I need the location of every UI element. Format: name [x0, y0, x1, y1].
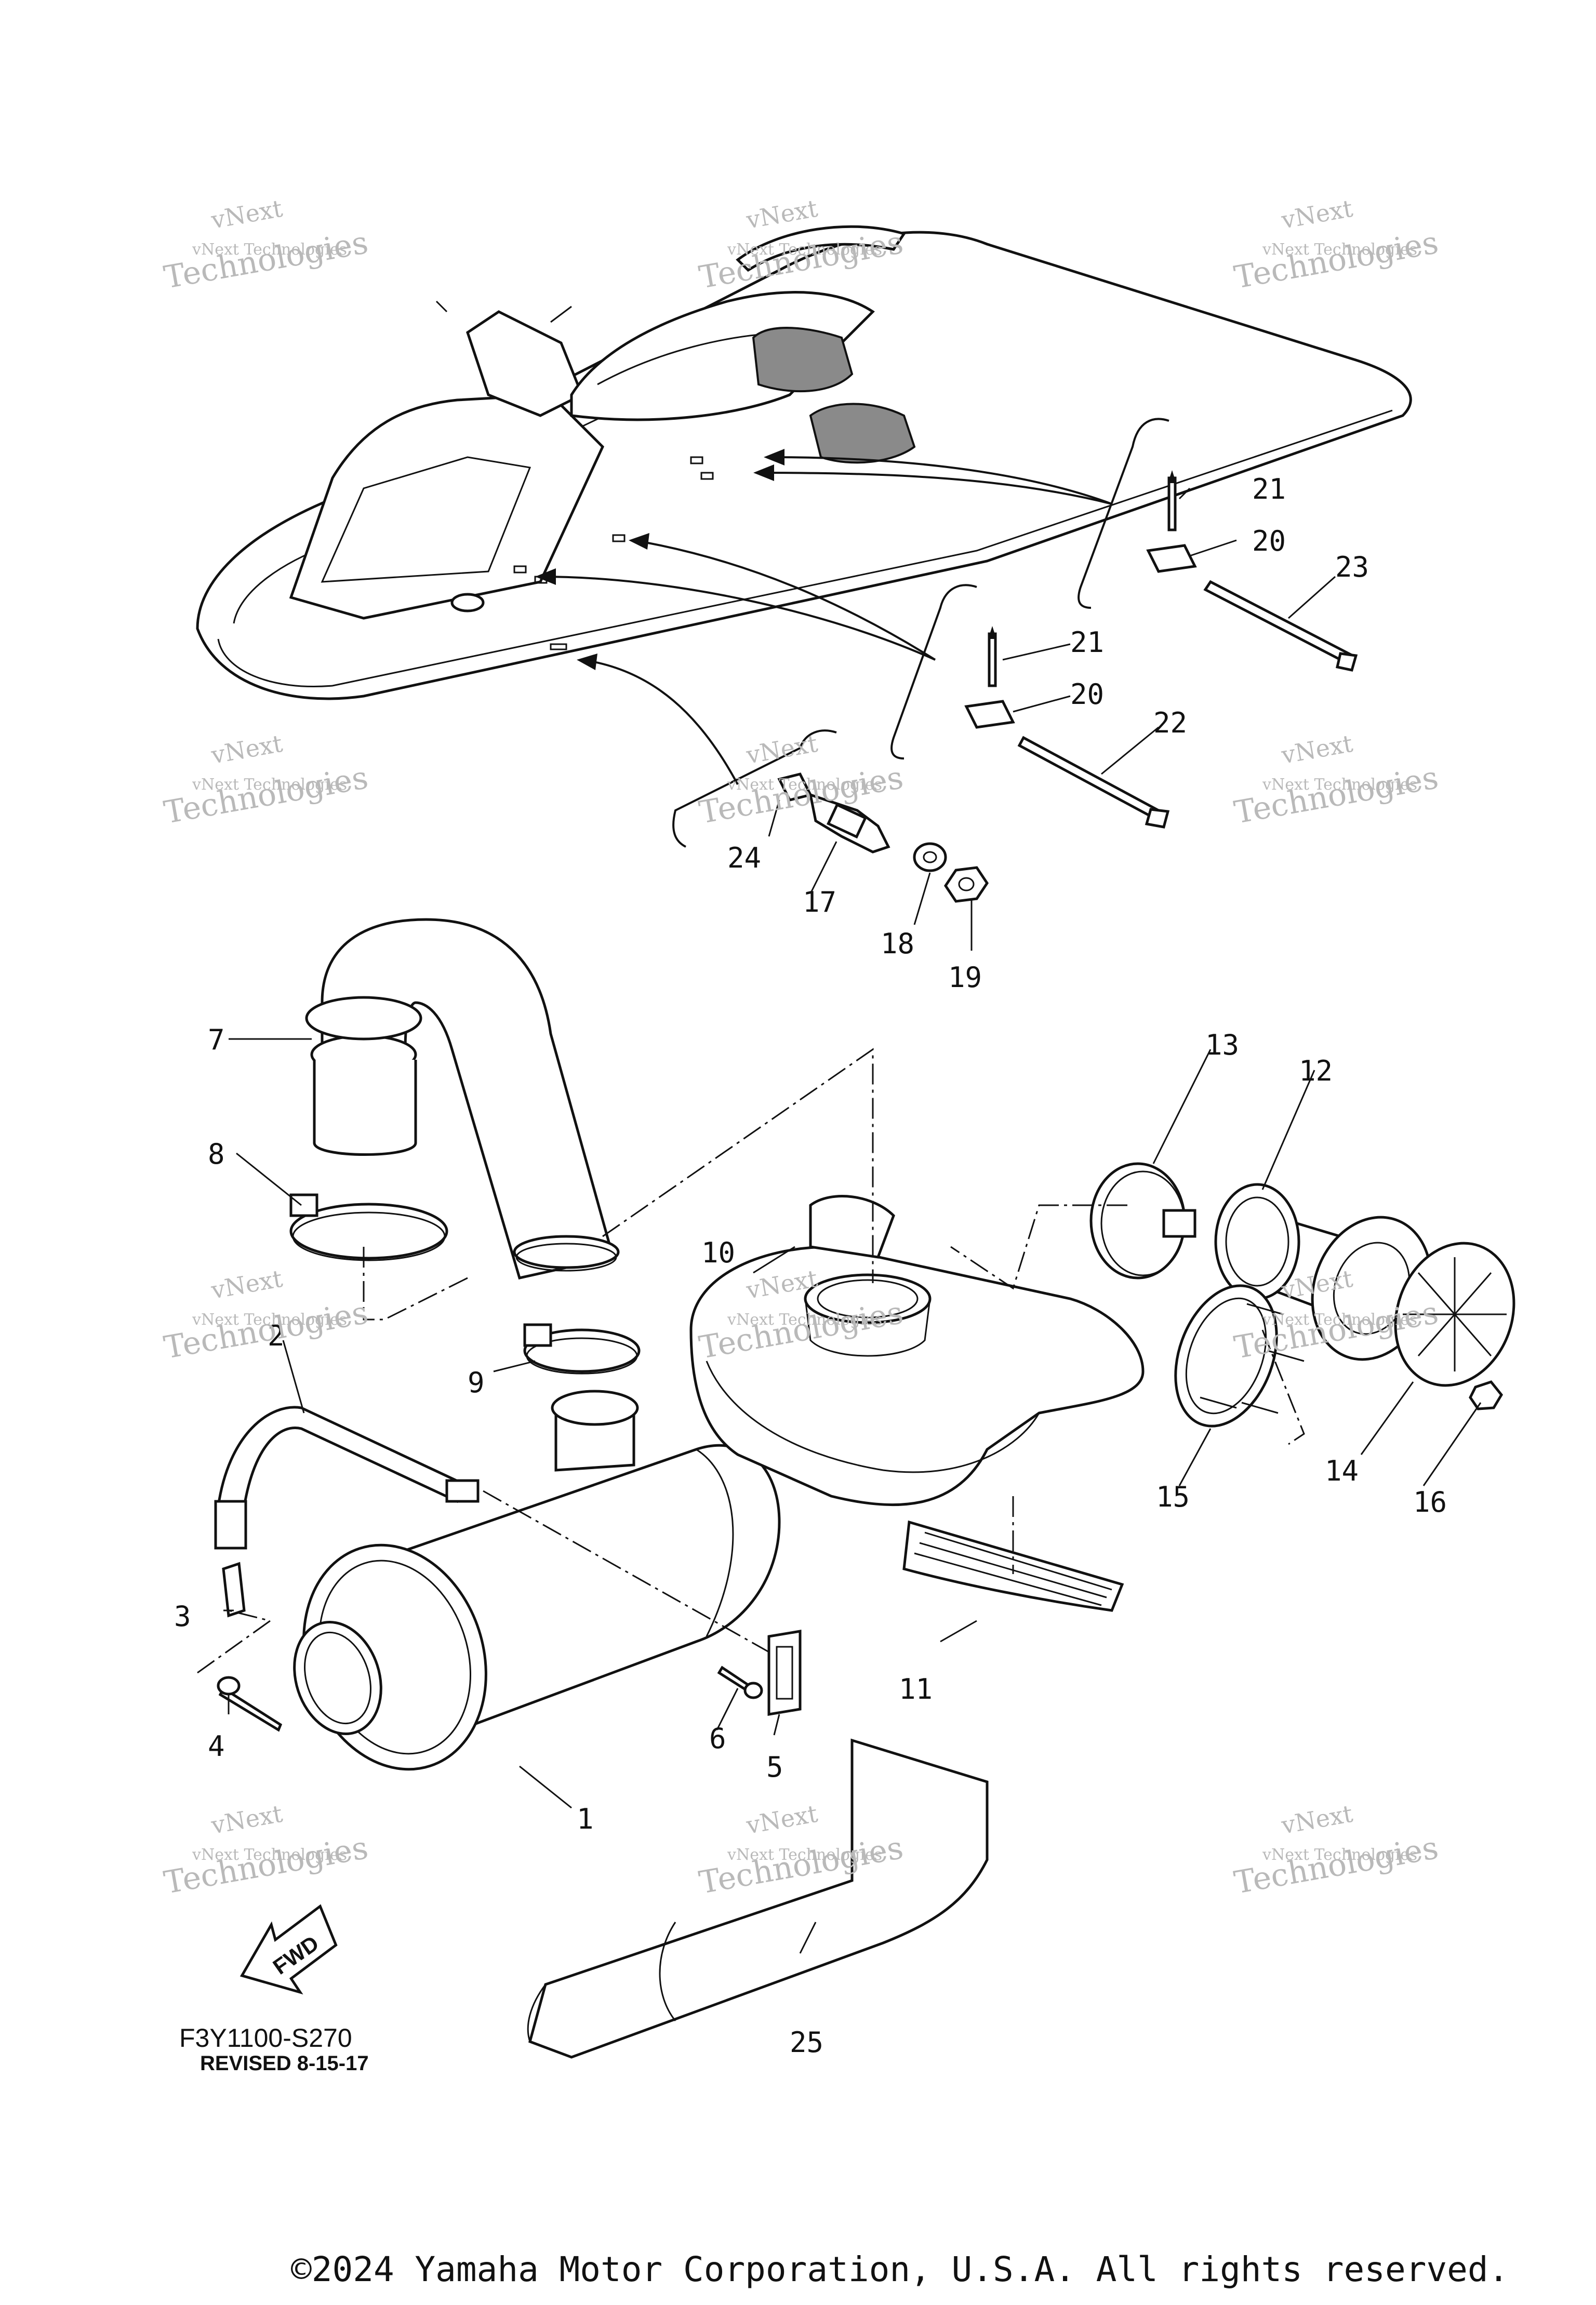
svg-text:vNext: vNext	[209, 1264, 285, 1304]
svg-text:Technologies: Technologies	[161, 760, 370, 831]
svg-text:vNext Technologies: vNext Technologies	[192, 1846, 347, 1864]
svg-text:vNext Technologies: vNext Technologies	[192, 241, 347, 259]
svg-text:vNext Technologies: vNext Technologies	[1262, 1846, 1417, 1864]
callout-22: 22	[1153, 707, 1187, 739]
svg-text:vNext Technologies: vNext Technologies	[727, 1311, 882, 1329]
svg-text:vNext: vNext	[744, 1800, 820, 1840]
watercraft-illustration	[196, 225, 1412, 700]
callout-9: 9	[468, 1366, 485, 1399]
callout-19: 19	[948, 961, 982, 994]
callout-21-upper: 21	[1252, 473, 1286, 505]
leader-lines	[197, 487, 1482, 1954]
stud-ring-15	[1174, 1284, 1305, 1428]
revision-date: REVISED 8-15-17	[200, 2052, 369, 2075]
callout-3: 3	[174, 1600, 191, 1633]
svg-text:vNext Technologies: vNext Technologies	[727, 776, 882, 794]
rivet-6	[717, 1666, 763, 1699]
callout-labels: 1 2 3 4 5 6 7 8 9 10 11 12 13 14 15 16 1…	[174, 473, 1447, 2059]
callout-16: 16	[1413, 1486, 1447, 1518]
strap-2	[214, 1406, 480, 1550]
callout-18: 18	[881, 927, 914, 960]
callout-13: 13	[1205, 1029, 1239, 1061]
callout-14: 14	[1325, 1455, 1359, 1487]
svg-text:vNext: vNext	[1279, 194, 1355, 234]
svg-text:vNext Technologies: vNext Technologies	[727, 241, 882, 259]
svg-text:vNext: vNext	[209, 194, 285, 234]
watermark: vNext vNext Technologies Technologies	[161, 729, 370, 831]
callout-1: 1	[577, 1803, 594, 1835]
svg-text:vNext Technologies: vNext Technologies	[727, 1846, 882, 1864]
watermark: vNext vNext Technologies Technologies	[161, 1264, 370, 1366]
hull-cover-25	[527, 1738, 989, 2059]
band-clamp-9	[523, 1323, 641, 1375]
muffler-1	[293, 1390, 781, 1771]
svg-text:vNext Technologies: vNext Technologies	[192, 1311, 347, 1329]
callout-24: 24	[727, 842, 761, 874]
svg-text:vNext: vNext	[744, 194, 820, 234]
nut-16	[1469, 1380, 1504, 1410]
svg-text:Technologies: Technologies	[696, 760, 906, 831]
sensor-group	[777, 772, 989, 903]
watermark: vNext vNext Technologies Technologies	[1231, 729, 1441, 831]
flange-plate-14	[1394, 1242, 1515, 1387]
callout-20-lower: 20	[1070, 678, 1104, 711]
clip-group-upper	[1146, 470, 1358, 672]
callout-10: 10	[701, 1236, 735, 1269]
callout-17: 17	[803, 886, 836, 918]
plate-5	[767, 1630, 802, 1716]
svg-text:vNext Technologies: vNext Technologies	[1262, 776, 1417, 794]
rivet-4	[217, 1676, 283, 1732]
fwd-arrow: FWD	[240, 1904, 338, 1995]
reference-arrows	[535, 449, 1112, 785]
callout-7: 7	[208, 1023, 225, 1056]
svg-text:Technologies: Technologies	[1231, 1830, 1441, 1901]
svg-text:vNext Technologies: vNext Technologies	[1262, 1311, 1417, 1329]
watermark: vNext vNext Technologies Technologies	[161, 1800, 370, 1901]
svg-text:vNext: vNext	[209, 729, 285, 769]
svg-text:Technologies: Technologies	[161, 224, 370, 296]
callout-12: 12	[1299, 1055, 1333, 1087]
hose-clamp-13	[1089, 1162, 1196, 1280]
watermark: vNext vNext Technologies Technologies	[1231, 1800, 1441, 1901]
svg-text:vNext: vNext	[209, 1800, 285, 1840]
svg-text:Technologies: Technologies	[1231, 224, 1441, 296]
callout-2: 2	[268, 1320, 285, 1352]
callout-5: 5	[766, 1751, 783, 1783]
copyright-notice: ©2024 Yamaha Motor Corporation, U.S.A. A…	[291, 2249, 1509, 2289]
callout-6: 6	[709, 1722, 726, 1755]
callout-23: 23	[1335, 551, 1369, 583]
callout-21-lower: 21	[1070, 626, 1104, 659]
callout-20-upper: 20	[1252, 525, 1286, 557]
svg-text:vNext Technologies: vNext Technologies	[192, 776, 347, 794]
svg-text:Technologies: Technologies	[161, 1295, 370, 1366]
bracket-curves	[672, 418, 1169, 848]
clip-group-lower	[964, 626, 1170, 829]
watermark: vNext vNext Technologies Technologies	[161, 194, 370, 296]
diagram-code: F3Y1100-S270	[179, 2023, 352, 2053]
exhaust-pipe-7	[305, 918, 620, 1280]
svg-text:vNext: vNext	[1279, 729, 1355, 769]
callout-4: 4	[208, 1730, 225, 1763]
bracket-3	[222, 1562, 246, 1618]
svg-text:vNext: vNext	[744, 729, 820, 769]
callout-15: 15	[1156, 1481, 1190, 1513]
svg-text:Technologies: Technologies	[1231, 760, 1441, 831]
callout-25: 25	[790, 2026, 823, 2059]
watermark: vNext vNext Technologies Technologies	[1231, 194, 1441, 296]
callout-11: 11	[899, 1673, 933, 1706]
callout-8: 8	[208, 1138, 225, 1170]
svg-text:Technologies: Technologies	[161, 1830, 370, 1901]
svg-text:vNext: vNext	[1279, 1800, 1355, 1840]
watermark: vNext vNext Technologies Technologies	[696, 729, 906, 831]
band-clamp-8	[289, 1193, 448, 1261]
svg-text:vNext Technologies: vNext Technologies	[1262, 241, 1417, 259]
